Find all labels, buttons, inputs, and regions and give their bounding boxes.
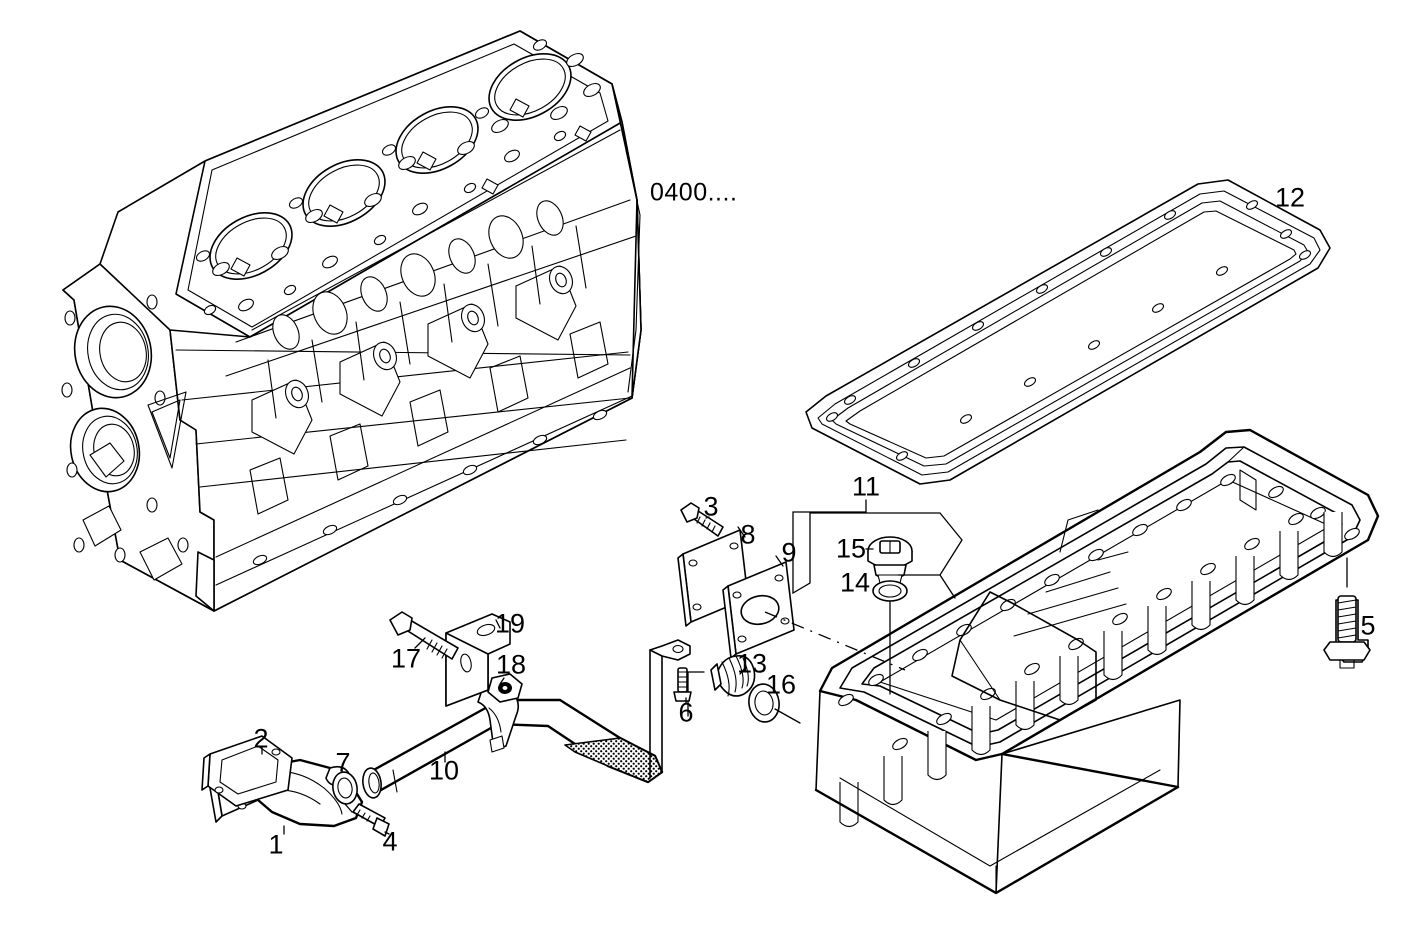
callout-5: 5 (1360, 610, 1376, 641)
leader-17 (414, 637, 426, 649)
o-ring-7 (332, 771, 358, 805)
reference-code-label: 0400.... (650, 178, 738, 207)
leader-19 (495, 619, 501, 629)
oil-pan-gasket-group (805, 179, 1331, 485)
callout-7: 7 (335, 747, 351, 778)
leader-3 (705, 516, 710, 519)
callout-9: 9 (781, 537, 797, 568)
sealing-ring-14 (872, 580, 908, 602)
callout-13: 13 (736, 648, 768, 679)
drain-plug-group (867, 536, 913, 602)
callout-4: 4 (382, 826, 398, 857)
leader-11-tip (939, 574, 956, 599)
small-bolt-6 (673, 667, 692, 702)
callout-12: 12 (1274, 182, 1306, 213)
callout-19: 19 (494, 608, 526, 639)
leader-13 (739, 667, 746, 675)
leader-4 (384, 831, 390, 835)
callout-3: 3 (703, 491, 719, 522)
o-ring-16 (748, 683, 780, 723)
callout-6: 6 (678, 697, 694, 728)
oil-pan-bolt-5 (1323, 595, 1371, 669)
callout-2: 2 (253, 723, 269, 754)
callout-10: 10 (428, 755, 460, 786)
suction-strainer-mesh (564, 737, 663, 783)
cover-gasket-9 (722, 561, 795, 659)
callout-1: 1 (268, 829, 284, 860)
engine-block-group (61, 30, 642, 612)
leader-7 (344, 803, 353, 813)
callout-18: 18 (495, 649, 527, 680)
flange-bolt-4 (352, 803, 390, 837)
oil-suction-pipe-group (362, 611, 691, 799)
leader-11-box-right (865, 512, 963, 576)
callout-11: 11 (851, 471, 881, 502)
callout-14: 14 (839, 567, 871, 598)
cover-bolt-3 (680, 502, 724, 537)
leader-8 (737, 526, 746, 538)
callout-17: 17 (390, 643, 422, 674)
callout-16: 16 (765, 669, 797, 700)
ribbed-plug-13 (710, 654, 756, 697)
leader-18 (499, 677, 505, 685)
callout-15: 15 (835, 533, 867, 564)
flange-gasket-2 (201, 735, 293, 807)
oil-pan-group (814, 428, 1380, 895)
leader-9 (775, 555, 784, 567)
leader-16 (774, 708, 801, 724)
leader-9-to-pan (764, 611, 906, 671)
callout-8: 8 (740, 519, 756, 550)
